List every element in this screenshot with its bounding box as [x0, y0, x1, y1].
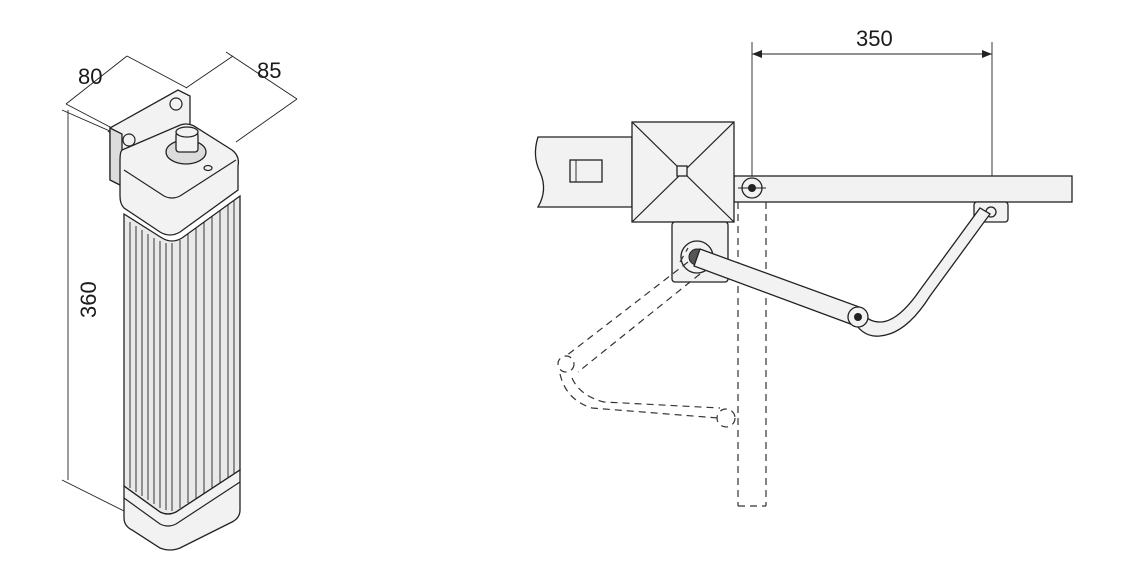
straight-arm	[693, 248, 863, 327]
dimension-width: 80	[65, 55, 188, 138]
gate-beam-left	[534, 136, 633, 208]
dimension-height: 360	[61, 109, 127, 513]
depth-dimension-label: 85	[257, 58, 281, 83]
operator-unit-drawing: 80 85 360	[61, 51, 298, 551]
width-dimension-label: 80	[78, 64, 102, 89]
dimension-depth: 85	[185, 51, 298, 143]
height-dimension-label: 360	[76, 281, 101, 318]
arm-distance-dimension-label: 350	[856, 26, 893, 51]
open-position-arms-dashed	[557, 247, 736, 428]
dashed-gate-post	[737, 202, 767, 507]
operator-ribbed-body	[123, 194, 241, 515]
operator-bottom-cap	[123, 468, 241, 551]
arm-installation-drawing: 350	[534, 26, 1073, 507]
elbow-joint	[847, 306, 869, 328]
curved-arm	[851, 207, 991, 337]
hinge-pivot	[738, 177, 766, 199]
gearbox-housing	[631, 121, 735, 223]
operator-top-cap	[119, 123, 240, 236]
gate-leaf-bar	[733, 175, 1073, 203]
